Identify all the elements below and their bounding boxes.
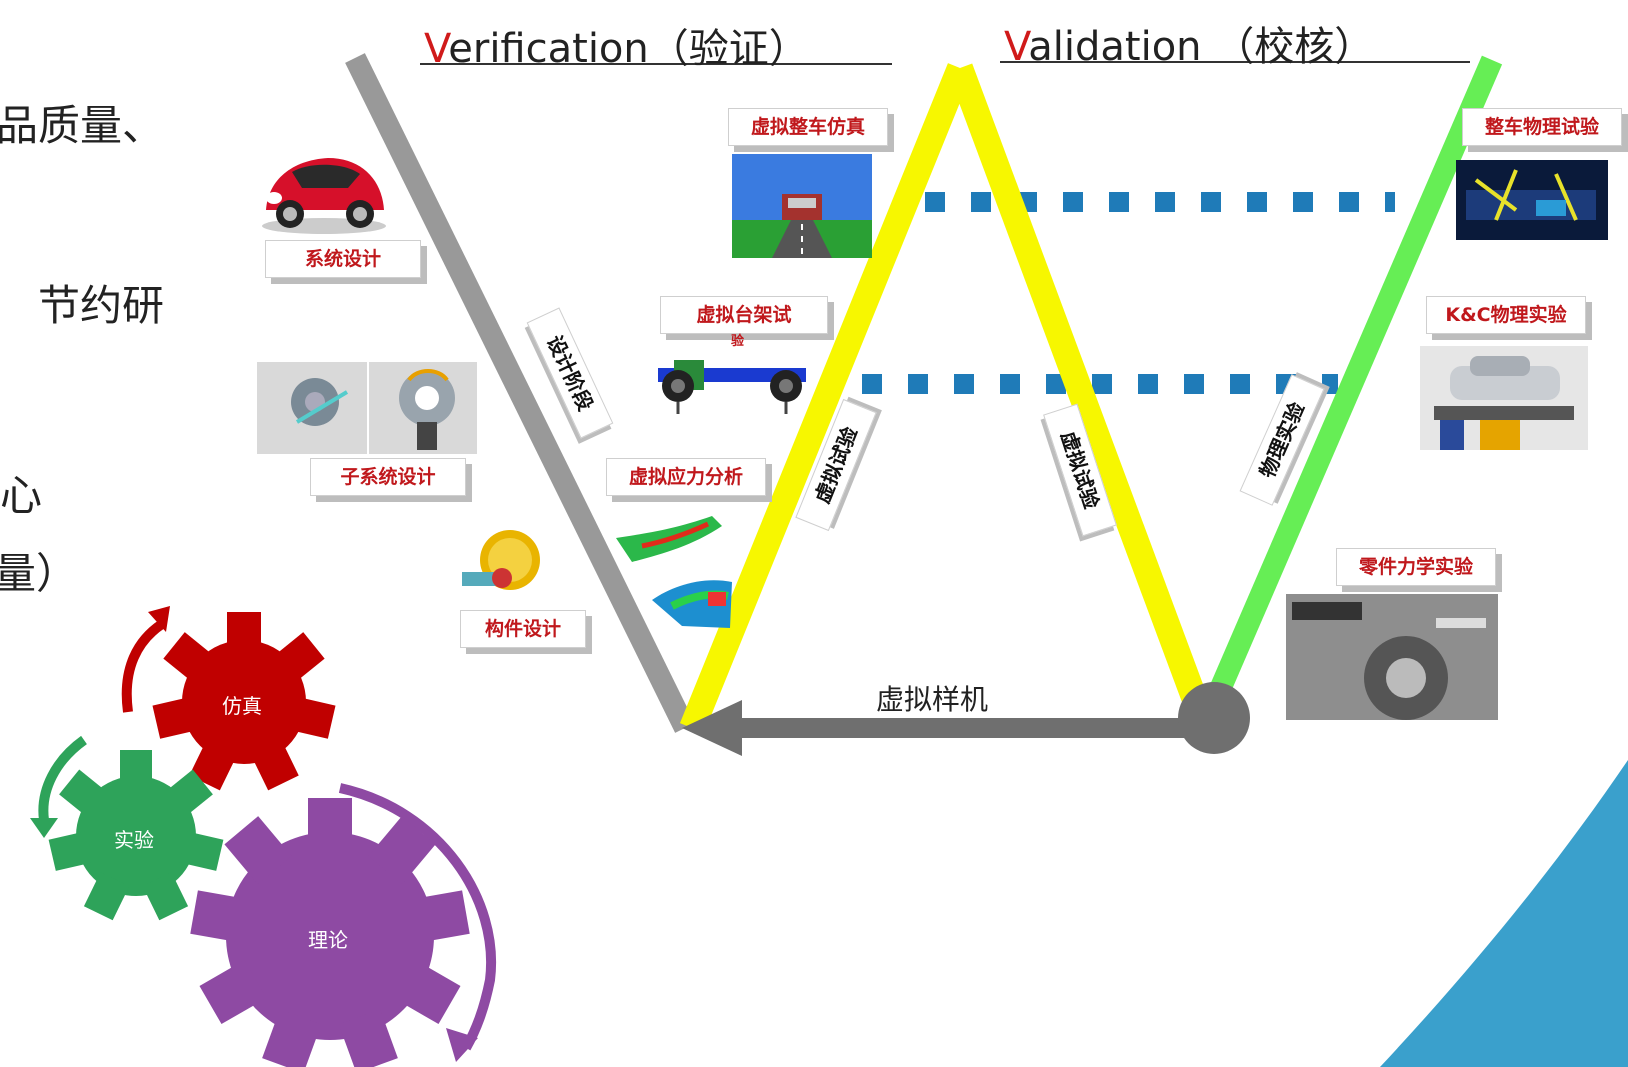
left-text-fragment-3: 心: [0, 471, 43, 520]
component-image: [448, 520, 548, 620]
virtual-prototype-node: [1178, 682, 1250, 754]
box-system-design: 系统设计: [265, 240, 421, 278]
green-cycle-arrow: [38, 735, 88, 821]
left-text-fragment-1: 品质量、: [0, 101, 165, 150]
verification-initial: V: [424, 26, 449, 72]
green-cycle-arrowhead: [30, 818, 58, 838]
verification-rest: erification（验证）: [448, 26, 809, 72]
virtual-prototype-arrow-head: [682, 700, 742, 756]
physical-test-line: [1201, 55, 1503, 713]
design-stage-line: [345, 53, 695, 733]
red-car-image: [252, 140, 392, 240]
kc-physical-test-image: [1420, 346, 1588, 450]
corner-swoosh: [1380, 760, 1628, 1067]
box-virtual-stress-analysis: 虚拟应力分析: [606, 458, 766, 496]
virtual-prototype-label: 虚拟样机: [876, 683, 989, 716]
validation-header: Validation （校核）: [1004, 14, 1374, 72]
box-kc-physical-test: K&C物理实验: [1426, 296, 1586, 334]
part-mechanics-test-image: [1286, 594, 1498, 720]
left-text-fragment-4: 量）: [0, 549, 79, 598]
box-part-mechanics-test: 零件力学实验: [1336, 548, 1496, 586]
virtual-test-line-right: [947, 63, 1211, 713]
box-subsystem-design: 子系统设计: [310, 458, 466, 496]
left-text-fragment-2: 节约研: [38, 281, 165, 330]
validation-rest: alidation （校核）: [1028, 24, 1375, 70]
rig-test-label-tail: 验: [731, 334, 745, 349]
rig-test-image: [648, 346, 816, 414]
box-component-design: 构件设计: [460, 610, 586, 648]
gear-experiment: [48, 750, 224, 921]
vehicle-simulation-image: [732, 154, 872, 258]
red-cycle-arrowhead: [148, 606, 170, 632]
validation-initial: V: [1004, 24, 1029, 70]
purple-cycle-arrowhead: [446, 1028, 478, 1062]
gear-label-theory: 理论: [308, 928, 348, 952]
gear-theory: [190, 798, 470, 1067]
vehicle-physical-test-image: [1456, 160, 1608, 240]
purple-cycle-arrow: [338, 783, 497, 1051]
subsystem-image: [257, 362, 477, 454]
gear-label-experiment: 实验: [114, 828, 154, 852]
box-vehicle-physical-test: 整车物理试验: [1462, 108, 1622, 146]
virtual-test-line-left: [679, 63, 973, 733]
gear-label-simulation: 仿真: [222, 694, 262, 718]
red-cycle-arrow: [121, 619, 165, 713]
box-virtual-rig-test: 虚拟台架试: [660, 296, 828, 334]
stress-analysis-image: [612, 496, 740, 636]
verification-header: Verification（验证）: [424, 16, 809, 74]
gear-simulation: [152, 612, 336, 791]
box-virtual-vehicle-simulation: 虚拟整车仿真: [728, 108, 888, 146]
